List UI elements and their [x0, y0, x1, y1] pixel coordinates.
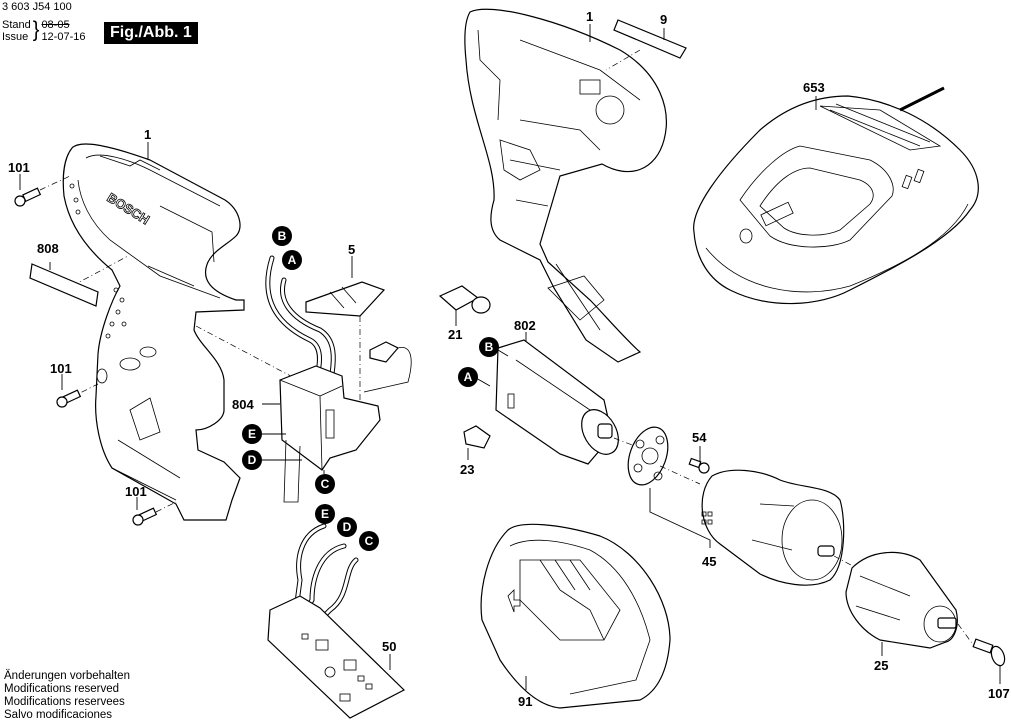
screw-107[interactable] [972, 638, 1007, 667]
on-off-switch-804[interactable] [279, 365, 381, 471]
switch-slider-5[interactable] [305, 281, 386, 317]
part-number-9[interactable]: 9 [660, 12, 667, 27]
gear-plate[interactable] [621, 422, 675, 491]
revision-block: Stand Issue } 08-05 12-07-16 [2, 17, 86, 43]
sensor-pad [363, 341, 412, 393]
connector-D-switch: D [242, 450, 262, 470]
connector-C-board: C [359, 531, 379, 551]
connector-B-motor: B [479, 337, 499, 357]
part-number-107[interactable]: 107 [988, 686, 1010, 701]
svg-text:B: B [485, 340, 494, 354]
connector-E-switch: E [242, 424, 262, 444]
svg-text:D: D [343, 520, 352, 534]
connector-B-switch: B [272, 226, 292, 246]
svg-text:C: C [365, 534, 374, 548]
part-number-101-middle[interactable]: 101 [50, 361, 72, 376]
housing-right-drawing[interactable] [464, 8, 667, 363]
screw-101-top[interactable] [14, 187, 42, 207]
part-number-101-top[interactable]: 101 [8, 160, 30, 175]
screw-101-bottom[interactable] [132, 507, 158, 526]
figure-label: Fig./Abb. 1 [104, 22, 198, 44]
part-number-91[interactable]: 91 [518, 694, 532, 709]
document-number: 3 603 J54 100 [2, 1, 72, 13]
svg-text:C: C [321, 477, 330, 491]
part-number-25[interactable]: 25 [874, 658, 888, 673]
brace-glyph: } [32, 17, 40, 43]
part-number-802[interactable]: 802 [514, 318, 536, 333]
notice-line-es: Salvo modificaciones [4, 709, 113, 721]
svg-text:B: B [278, 229, 287, 243]
svg-text:E: E [248, 427, 256, 441]
svg-text:E: E [321, 507, 329, 521]
part-number-1-right[interactable]: 1 [586, 9, 593, 24]
stand-label: Stand [2, 19, 31, 31]
notice-line-fr: Modifications reservees [4, 696, 125, 708]
circuit-board-50[interactable] [267, 595, 406, 719]
keyless-chuck-25[interactable] [845, 551, 958, 649]
dc-motor-802[interactable] [495, 339, 626, 465]
svg-text:A: A [288, 253, 297, 267]
connector-C-switch: C [315, 474, 335, 494]
part-number-804[interactable]: 804 [232, 397, 254, 412]
part-number-21[interactable]: 21 [448, 327, 462, 342]
part-number-23[interactable]: 23 [460, 462, 474, 477]
label-plate-9[interactable] [613, 19, 687, 59]
part-number-653[interactable]: 653 [803, 80, 825, 95]
screw-54[interactable] [688, 457, 710, 474]
connector-A-motor: A [458, 367, 478, 387]
screw-101-middle[interactable] [56, 389, 82, 408]
svg-text:D: D [248, 453, 257, 467]
part-number-50[interactable]: 50 [382, 639, 396, 654]
housing-left-drawing[interactable]: BOSCH [62, 143, 245, 521]
issue-value: 12-07-16 [41, 31, 86, 43]
svg-text:A: A [464, 370, 473, 384]
notice-line-de: Änderungen vorbehalten [4, 670, 130, 682]
part-number-54[interactable]: 54 [692, 430, 707, 445]
slide-switch-23[interactable] [463, 425, 491, 449]
part-number-1-left[interactable]: 1 [144, 127, 151, 142]
charger-cable [899, 86, 945, 112]
stand-value-struck: 08-05 [41, 19, 70, 31]
connector-D-board: D [337, 517, 357, 537]
part-number-101-bottom[interactable]: 101 [125, 484, 147, 499]
battery-pack-91[interactable] [480, 523, 671, 709]
issue-label: Issue [2, 31, 29, 43]
modifications-notice: Änderungen vorbehalten Modifications res… [4, 670, 130, 722]
connector-A-switch: A [282, 250, 302, 270]
part-number-808[interactable]: 808 [37, 241, 59, 256]
part-number-45[interactable]: 45 [702, 554, 716, 569]
part-number-5[interactable]: 5 [348, 242, 355, 257]
notice-line-en: Modifications reserved [4, 683, 120, 695]
connector-E-board: E [315, 504, 335, 524]
label-plate-808[interactable] [29, 263, 99, 307]
gearbox-45[interactable] [701, 469, 845, 586]
switch-button-21[interactable] [438, 285, 491, 314]
battery-charger-653[interactable] [693, 95, 979, 305]
